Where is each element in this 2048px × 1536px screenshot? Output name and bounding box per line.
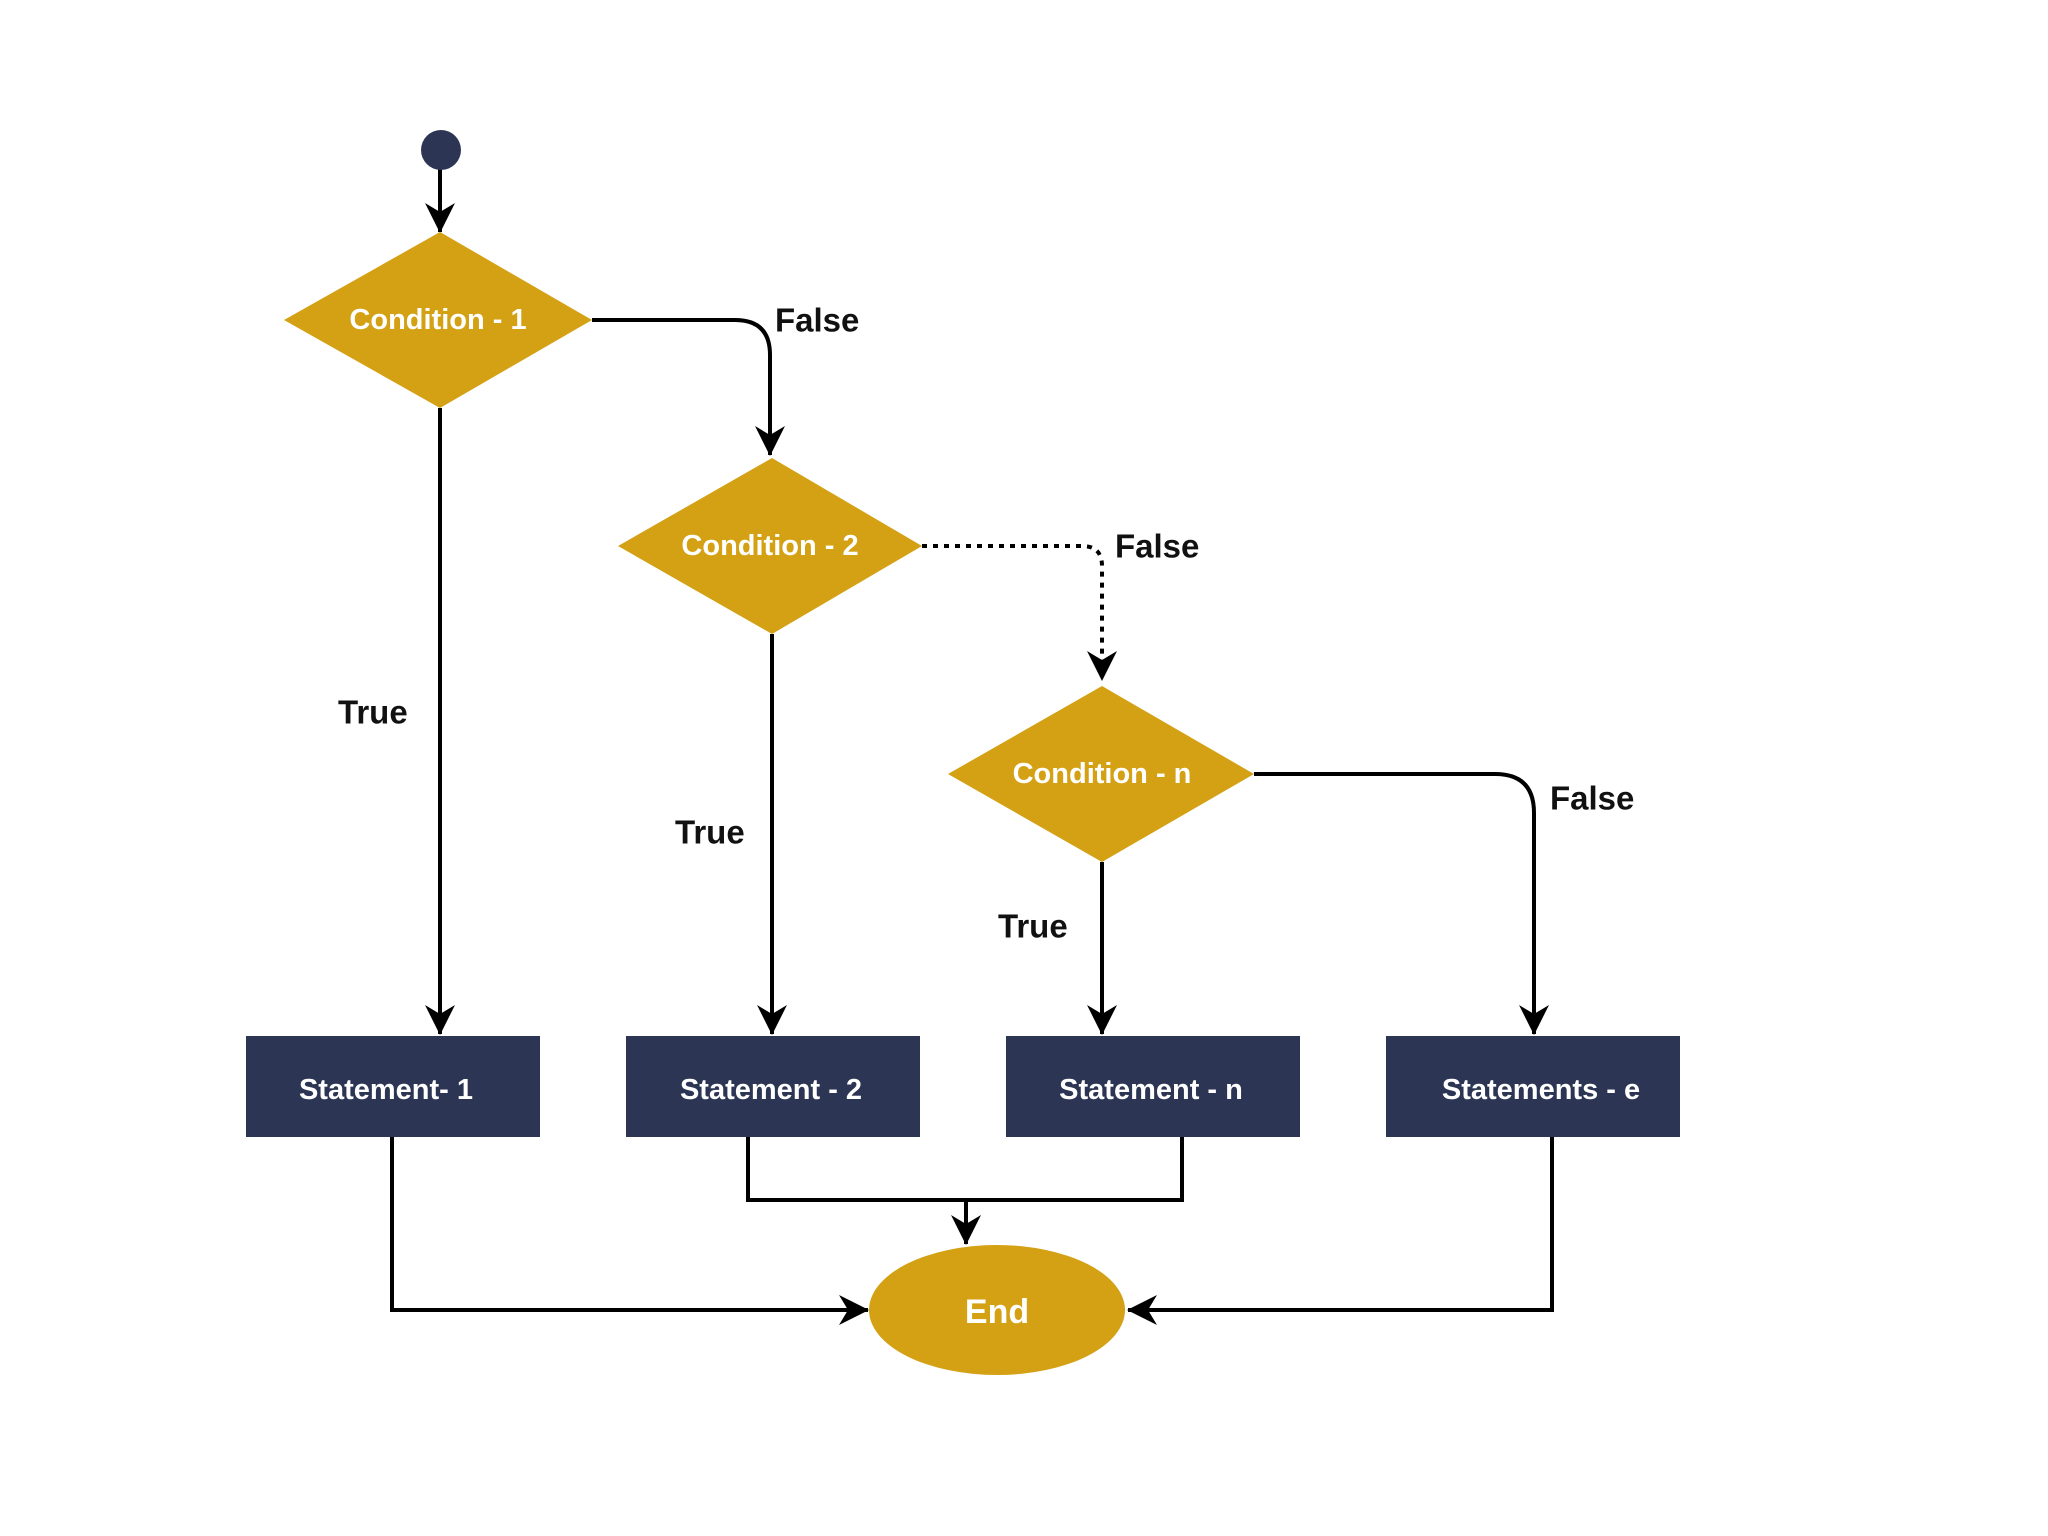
statement-n-label: Statement - n <box>1059 1074 1243 1106</box>
condition-1-diamond <box>284 232 592 408</box>
true-label-condition-1: True <box>338 694 408 731</box>
edge-statement-2-merge <box>746 1137 1184 1202</box>
statements-e-box <box>1386 1036 1680 1137</box>
false-label-condition-1: False <box>775 302 859 339</box>
edge-statement-1-to-end <box>390 1137 869 1325</box>
condition-n-node: Condition - n <box>948 686 1254 862</box>
statements-e-node: Statements - e <box>1386 1036 1680 1137</box>
true-label-condition-n: True <box>998 908 1068 945</box>
condition-2-diamond <box>618 458 922 634</box>
condition-1-label: Condition - 1 <box>349 304 526 336</box>
statement-2-node: Statement - 2 <box>626 1036 920 1137</box>
statement-1-node: Statement- 1 <box>246 1036 540 1137</box>
start-node <box>421 130 461 170</box>
statements-e-label: Statements - e <box>1442 1074 1640 1106</box>
statement-n-node: Statement - n <box>1006 1036 1300 1137</box>
statement-n-box <box>1006 1036 1300 1137</box>
condition-2-node: Condition - 2 <box>618 458 922 634</box>
condition-n-diamond <box>948 686 1254 862</box>
condition-n-label: Condition - n <box>1013 758 1192 790</box>
statement-1-label: Statement- 1 <box>299 1074 473 1106</box>
condition-2-label: Condition - 2 <box>681 530 858 562</box>
statement-2-label: Statement - 2 <box>680 1074 862 1106</box>
false-label-condition-n: False <box>1550 780 1634 817</box>
end-ellipse <box>869 1245 1125 1375</box>
true-label-condition-2: True <box>675 814 745 851</box>
edge-condition-1-false <box>592 318 785 456</box>
statement-2-box <box>626 1036 920 1137</box>
edge-condition-2-false <box>922 544 1117 681</box>
edge-condition-n-false <box>1254 772 1549 1035</box>
edge-statements-e-to-end <box>1127 1137 1554 1325</box>
statement-1-box <box>246 1036 540 1137</box>
end-label: End <box>965 1293 1029 1331</box>
false-label-condition-2: False <box>1115 528 1199 565</box>
end-node: End <box>869 1245 1125 1375</box>
condition-1-node: Condition - 1 <box>284 232 592 408</box>
